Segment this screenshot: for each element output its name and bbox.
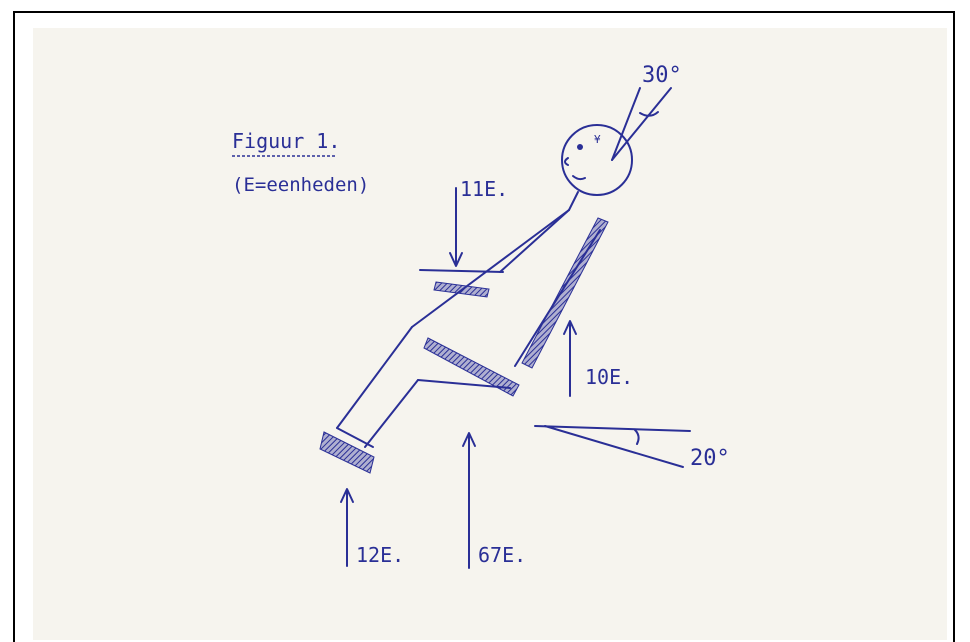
- eye: [577, 144, 583, 150]
- force-arrow-back: [564, 321, 576, 396]
- force-label-hand: 11E.: [460, 177, 508, 201]
- force-label-seat: 67E.: [478, 543, 526, 567]
- mouth: [573, 176, 585, 179]
- upper-arm: [500, 210, 569, 272]
- seat-angle-label: 20°: [690, 446, 730, 471]
- neck: [569, 192, 578, 210]
- hair-mark: ¥: [594, 133, 601, 146]
- seat-pad: [424, 338, 519, 396]
- head-tilt-line: [612, 88, 671, 160]
- armrest-pad: [434, 282, 489, 297]
- seat-angle-arc: [635, 430, 639, 444]
- lower-leg: [365, 380, 418, 447]
- thigh-top: [337, 327, 412, 428]
- seat-slope-line: [545, 426, 683, 467]
- head-angle-label: 30°: [642, 63, 682, 88]
- force-arrow-seat: [463, 433, 475, 568]
- torso-front: [412, 210, 569, 327]
- force-label-back: 10E.: [585, 365, 633, 389]
- nose: [565, 158, 568, 165]
- footrest-pad: [320, 432, 374, 473]
- figure-title: Figuur 1.: [232, 129, 340, 153]
- force-label-foot: 12E.: [356, 543, 404, 567]
- head-axis-line: [612, 88, 640, 160]
- units-legend: (E=eenheden): [232, 174, 369, 196]
- forearm: [420, 270, 503, 272]
- force-arrow-foot: [341, 489, 353, 566]
